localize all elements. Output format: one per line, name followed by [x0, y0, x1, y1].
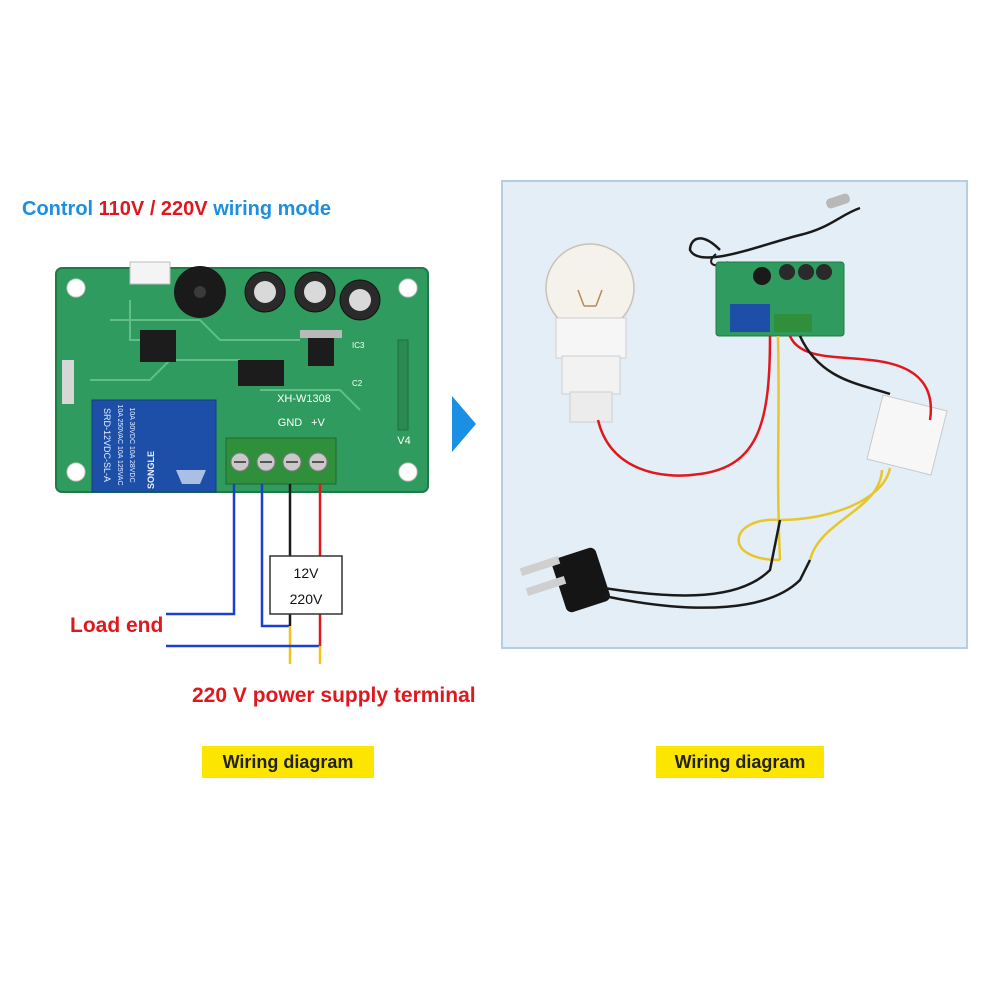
- capacitor: [244, 271, 286, 313]
- heading-part-mode: wiring mode: [207, 198, 331, 220]
- ic-label: IC3: [352, 341, 365, 350]
- terminal-gnd-label: GND: [278, 417, 303, 429]
- light-bulb: [545, 243, 635, 423]
- capacitor: [339, 279, 381, 321]
- power-adapter-photo: [866, 394, 948, 476]
- power-box-top: 12V: [294, 565, 320, 581]
- board-version: V4: [397, 435, 410, 447]
- terminal-block: [225, 437, 337, 485]
- terminal-v-label: +V: [311, 417, 325, 429]
- load-end-label: Load end: [70, 614, 164, 637]
- relay-model: SRD-12VDC-SL-A: [102, 408, 112, 482]
- photo-wires: [596, 335, 933, 609]
- diagram-heading: Control 110V / 220V wiring mode: [22, 198, 331, 221]
- power-box-bottom: 220V: [290, 591, 323, 607]
- power-plug: [519, 547, 610, 613]
- caption-right: Wiring diagram: [656, 746, 824, 778]
- heading-part-control: Control: [22, 198, 99, 220]
- load-wires: [166, 484, 322, 664]
- thermostat-board-photo: [715, 261, 845, 337]
- thermostat-board: SONGLE SRD-12VDC-SL-A 10A 250VAC 10A 125…: [55, 261, 429, 493]
- relay-brand: SONGLE: [146, 451, 156, 489]
- arrow-right-icon: [452, 396, 476, 452]
- power-adapter-box: 12V 220V: [269, 555, 343, 615]
- power-supply-label: 220 V power supply terminal: [192, 684, 476, 707]
- caption-left: Wiring diagram: [202, 746, 374, 778]
- cap-label: C2: [352, 379, 363, 388]
- photo-panel: [501, 180, 968, 649]
- heading-part-voltage: 110V / 220V: [98, 198, 208, 220]
- relay-rating-2: 10A 30VDC 10A 28VDC: [128, 407, 135, 482]
- capacitor: [294, 271, 336, 313]
- relay: SONGLE SRD-12VDC-SL-A 10A 250VAC 10A 125…: [91, 399, 217, 493]
- relay-rating-1: 10A 250VAC 10A 125VAC: [116, 404, 123, 485]
- board-model: XH-W1308: [277, 393, 331, 405]
